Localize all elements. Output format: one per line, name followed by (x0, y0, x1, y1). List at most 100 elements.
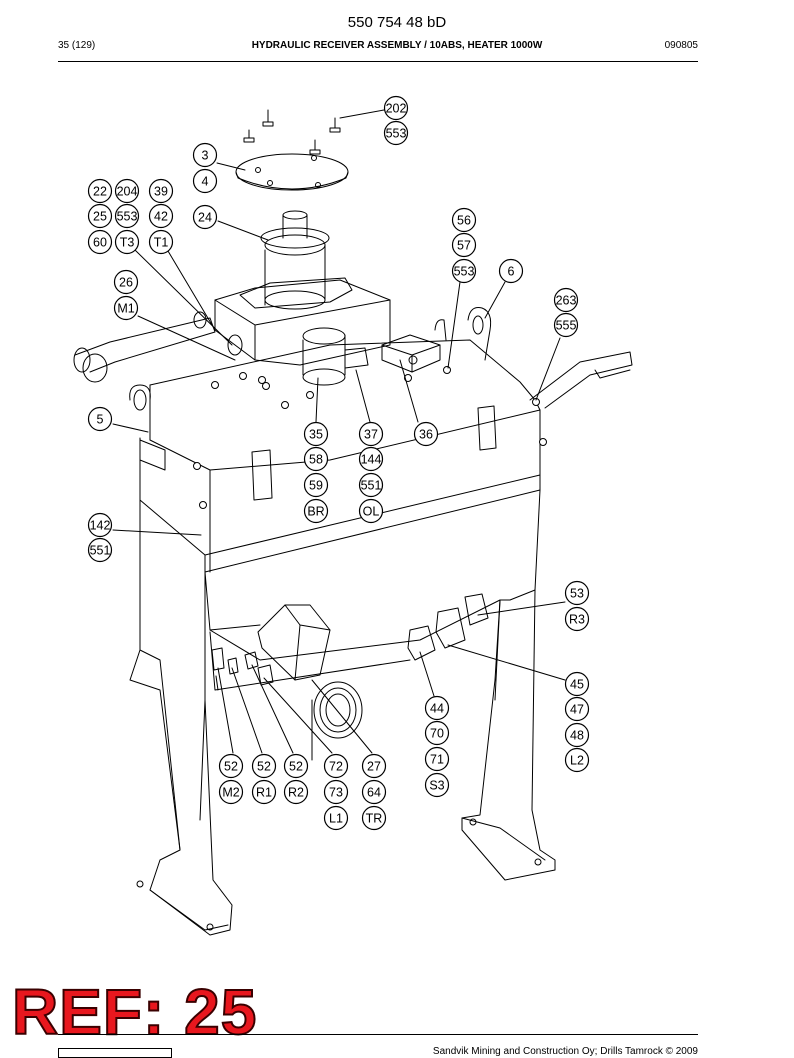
page-number: 35 (129) (58, 40, 96, 51)
junction-box (381, 334, 441, 373)
callout-label: 72 (329, 759, 343, 773)
callout-circle (283, 779, 309, 805)
callout-label: 3 (202, 148, 209, 162)
callout-label: 144 (361, 452, 382, 466)
callout-circle (358, 472, 384, 498)
brand-logo-box (58, 1048, 172, 1058)
callout-circle (148, 203, 174, 229)
callout-circle (87, 512, 113, 538)
callout-circle (358, 498, 384, 524)
callout-circle (451, 232, 477, 258)
callout-circle (303, 472, 329, 498)
callout-circle (218, 779, 244, 805)
callout-circle (87, 203, 113, 229)
callout-circle (564, 671, 590, 697)
callout-circle (113, 269, 139, 295)
callout-circle (192, 168, 218, 194)
leader-lines (112, 109, 566, 754)
drawing-title: HYDRAULIC RECEIVER ASSEMBLY / 10ABS, HEA… (251, 40, 543, 51)
callout-circle (323, 779, 349, 805)
callout-circle (424, 720, 450, 746)
callout-circle (87, 537, 113, 563)
callout-circle (498, 258, 524, 284)
callout-circle (383, 95, 409, 121)
callout-circle (564, 696, 590, 722)
callout-label: 52 (257, 759, 271, 773)
header-rule (58, 61, 698, 62)
callout-label: 5 (97, 412, 104, 426)
callout-label: R2 (288, 785, 304, 799)
callout-label: 59 (309, 478, 323, 492)
callout-label: 57 (457, 238, 471, 252)
cover-plate (235, 153, 349, 191)
mounting-pads (139, 405, 497, 501)
callout-label: 73 (329, 785, 343, 799)
callout-label: 45 (570, 677, 584, 691)
callout-circle (192, 204, 218, 230)
callout-label: 42 (154, 209, 168, 223)
callout-circle (413, 421, 439, 447)
callout-label: 263 (556, 293, 577, 307)
callout-label: 64 (367, 785, 381, 799)
callout-label: OL (363, 504, 380, 518)
callout-label: 202 (386, 101, 407, 115)
callout-label: 71 (430, 752, 444, 766)
callout-circle (424, 772, 450, 798)
upper-housing (214, 210, 391, 386)
callout-label: 204 (117, 184, 138, 198)
callout-circle (564, 747, 590, 773)
callout-circle (383, 120, 409, 146)
callout-circle (87, 178, 113, 204)
callout-label: S3 (429, 778, 444, 792)
callout-circle (564, 722, 590, 748)
callout-circle (218, 753, 244, 779)
callout-label: R1 (256, 785, 272, 799)
callout-label: 551 (361, 478, 382, 492)
callout-circle (303, 446, 329, 472)
callout-circle (251, 753, 277, 779)
callout-label: L1 (329, 811, 343, 825)
receiver-tank-body (129, 339, 556, 936)
callout-circle (451, 207, 477, 233)
callout-circle (192, 142, 218, 168)
callout-label: R3 (569, 612, 585, 626)
callout-label: 553 (386, 126, 407, 140)
callout-label: M1 (117, 301, 134, 315)
callout-label: T3 (120, 235, 135, 249)
footer-rule (58, 1034, 698, 1035)
callout-label: 551 (90, 543, 111, 557)
callout-circle (361, 805, 387, 831)
callout-circle (251, 779, 277, 805)
callout-label: 22 (93, 184, 107, 198)
callout-circle (283, 753, 309, 779)
callout-label: BR (307, 504, 324, 518)
callout-label: 52 (289, 759, 303, 773)
callout-label: 553 (117, 209, 138, 223)
callout-circle (114, 203, 140, 229)
callout-label: TR (366, 811, 383, 825)
callout-label: 26 (119, 275, 133, 289)
callout-label: 25 (93, 209, 107, 223)
callout-circle (564, 580, 590, 606)
lifting-eyes-right (434, 307, 492, 361)
callout-label: 37 (364, 427, 378, 441)
callout-circle (564, 606, 590, 632)
callout-label: 48 (570, 728, 584, 742)
callout-label: 24 (198, 210, 212, 224)
callout-label: 60 (93, 235, 107, 249)
callout-label: 142 (90, 518, 111, 532)
date-code: 090805 (664, 40, 698, 51)
lifting-bracket-right (529, 351, 633, 409)
callout-circle (114, 229, 140, 255)
callout-circle (358, 421, 384, 447)
callout-circle (361, 779, 387, 805)
callout-label: 27 (367, 759, 381, 773)
callout-label: 58 (309, 452, 323, 466)
document-number: 550 754 48 bD (347, 14, 447, 31)
cover-bolts (243, 109, 341, 155)
callout-label: M2 (222, 785, 239, 799)
callout-circle (148, 178, 174, 204)
deck-bolts (193, 366, 547, 509)
callout-circle (424, 746, 450, 772)
callout-circle (87, 229, 113, 255)
